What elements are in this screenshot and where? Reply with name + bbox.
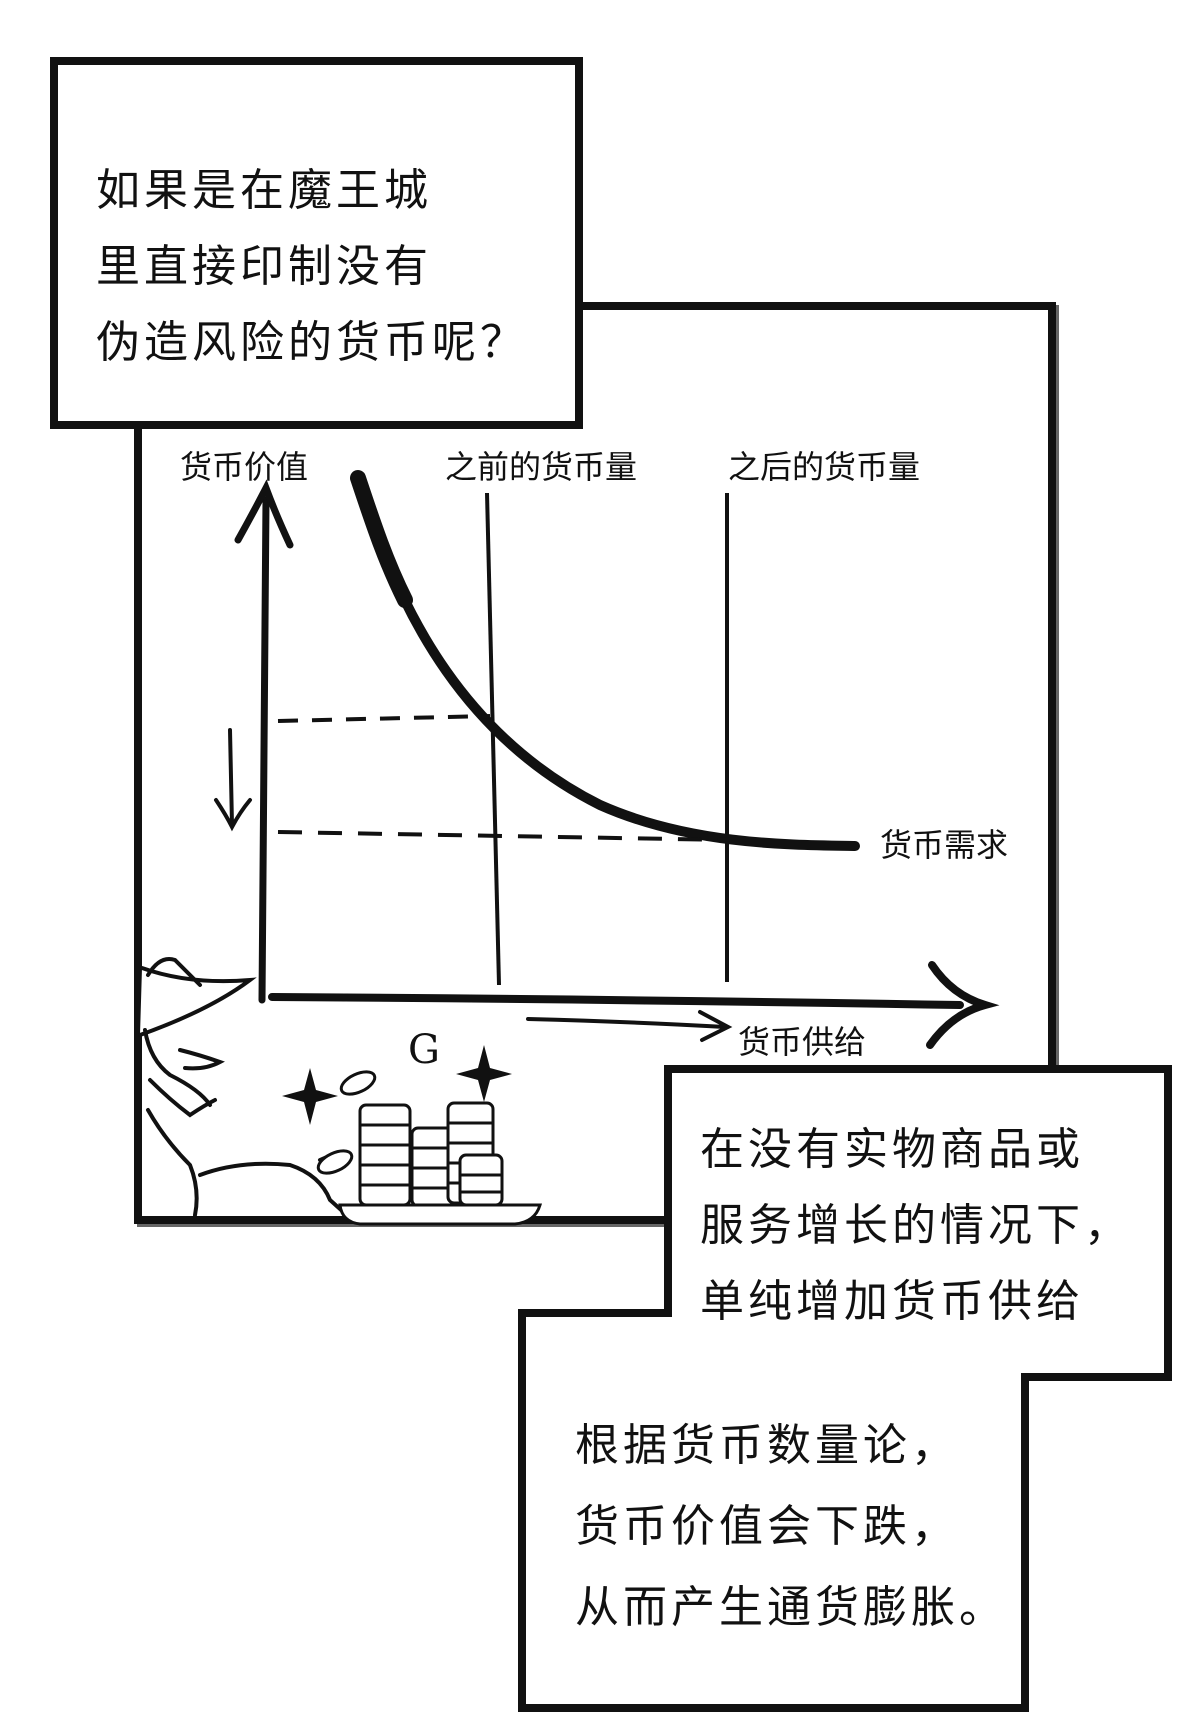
x-axis-arrowhead: [926, 961, 1000, 1049]
price-before-dashed: [277, 714, 491, 723]
supply-increase-arrow: [526, 1010, 733, 1042]
y-axis-arrowhead: [234, 479, 294, 549]
price-after-dashed: [277, 830, 731, 842]
y-axis-label: 货币价值: [180, 448, 308, 486]
coin-stacks: [316, 1070, 543, 1226]
value-fall-arrow: [214, 728, 252, 832]
after-money-label: 之后的货币量: [728, 448, 920, 486]
top-caption: 如果是在魔王城 里直接印制没有 伪造风险的货币呢？: [96, 165, 528, 368]
x-axis-label: 货币供给: [738, 1023, 866, 1061]
gold-symbol: G: [408, 1027, 440, 1073]
demand-curve-label: 货币需求: [880, 826, 1008, 864]
y-axis: [258, 496, 270, 1004]
middle-caption: 在没有实物商品或 服务增长的情况下， 单纯增加货币供给: [700, 1124, 1132, 1327]
after-money-line: [725, 492, 730, 983]
sparkle-icon: [282, 1045, 512, 1125]
top-caption-box: 如果是在魔王城 里直接印制没有 伪造风险的货币呢？: [50, 57, 583, 429]
before-money-label: 之前的货币量: [445, 448, 637, 486]
before-money-line: [485, 492, 501, 986]
bottom-caption: 根据货币数量论， 货币价值会下跌， 从而产生通货膨胀。: [575, 1420, 1007, 1633]
x-axis: [268, 993, 964, 1009]
